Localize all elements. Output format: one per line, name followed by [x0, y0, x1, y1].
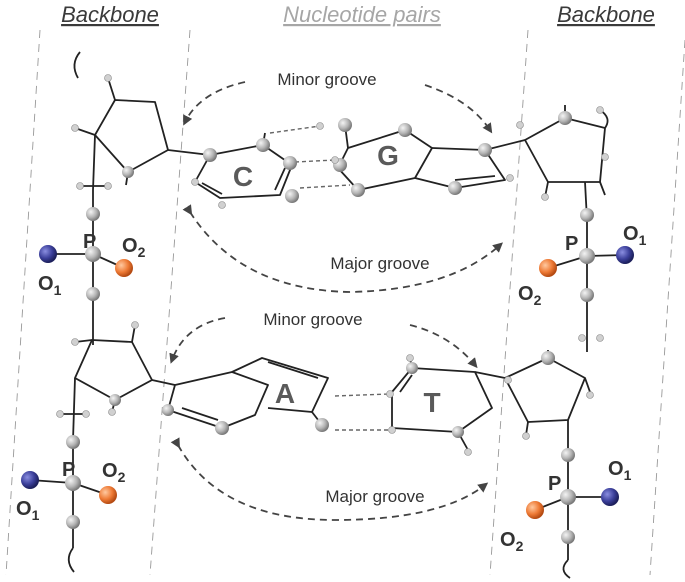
header-right-backbone: Backbone — [557, 2, 655, 27]
label-minor-groove-top: Minor groove — [277, 70, 376, 89]
label-p-bottom-right: P — [548, 473, 561, 495]
label-o2-top-right: O2 — [518, 283, 542, 308]
atom — [66, 515, 80, 529]
atom — [558, 111, 572, 125]
base-a-label: A — [275, 378, 295, 409]
oxygen-2-bottom-right — [526, 501, 544, 519]
label-major-groove-bottom: Major groove — [325, 487, 424, 506]
atom — [85, 246, 101, 262]
label-o1-bottom-left: O1 — [16, 498, 40, 523]
arrow-major-top — [182, 204, 503, 293]
label-minor-groove-bottom: Minor groove — [263, 310, 362, 329]
oxygen-1-bottom-right — [601, 488, 619, 506]
atom — [66, 435, 80, 449]
atom — [86, 207, 100, 221]
oxygen-1-bottom-left — [21, 471, 39, 489]
adenine-ring — [167, 357, 329, 429]
atom — [285, 189, 299, 203]
label-o2-top-left: O2 — [122, 235, 146, 260]
atom — [560, 489, 576, 505]
label-p-bottom-left: P — [62, 459, 75, 481]
atom — [406, 362, 418, 374]
header-left-backbone: Backbone — [61, 2, 159, 27]
arrow-minor-bottom-right — [409, 324, 478, 369]
atom — [448, 181, 462, 195]
oxygen-2-top-right — [539, 259, 557, 277]
oxygen-2-top-left — [115, 259, 133, 277]
base-t-label: T — [423, 387, 440, 418]
label-o2-bottom-right: O2 — [500, 529, 524, 554]
header-nucleotide-pairs: Nucleotide pairs — [283, 2, 441, 27]
atom — [580, 288, 594, 302]
atom — [561, 448, 575, 462]
guanine-ring — [337, 124, 526, 191]
label-o1-top-right: O1 — [623, 223, 647, 248]
oxygen-1-top-left — [39, 245, 57, 263]
atom — [203, 148, 217, 162]
groove-arrows — [169, 81, 503, 521]
arrow-minor-top-right — [424, 84, 493, 134]
oxygen-1-top-right — [616, 246, 634, 264]
label-p-top-left: P — [83, 231, 96, 253]
label-major-groove-top: Major groove — [330, 254, 429, 273]
atom — [580, 208, 594, 222]
atom — [561, 530, 575, 544]
atom — [86, 287, 100, 301]
left-backbone-bottom — [60, 324, 176, 573]
atom — [65, 475, 81, 491]
label-o1-top-left: O1 — [38, 273, 62, 298]
right-backbone-bottom — [504, 330, 591, 579]
hydrogen-bonds-top — [269, 125, 351, 189]
atom — [315, 418, 329, 432]
atom — [398, 123, 412, 137]
hydrogen-atoms — [56, 74, 609, 456]
label-p-top-right: P — [565, 233, 578, 255]
arrow-minor-bottom-left — [169, 317, 226, 364]
arrow-major-bottom — [170, 437, 489, 521]
atom — [579, 248, 595, 264]
atom — [162, 404, 174, 416]
label-o1-bottom-right: O1 — [608, 458, 632, 483]
atom — [541, 351, 555, 365]
oxygen-2-bottom-left — [99, 486, 117, 504]
atom — [283, 156, 297, 170]
arrow-minor-top-left — [183, 81, 246, 126]
atom — [109, 394, 121, 406]
atom — [351, 183, 365, 197]
label-o2-bottom-left: O2 — [102, 460, 126, 485]
atom — [256, 138, 270, 152]
carbon-atoms — [65, 111, 595, 544]
atom — [122, 166, 134, 178]
atom — [452, 426, 464, 438]
base-g-label: G — [377, 140, 399, 171]
atom — [338, 118, 352, 132]
atom — [215, 421, 229, 435]
hydrogen-bonds-bottom — [334, 393, 392, 431]
base-c-label: C — [233, 161, 253, 192]
atom — [478, 143, 492, 157]
